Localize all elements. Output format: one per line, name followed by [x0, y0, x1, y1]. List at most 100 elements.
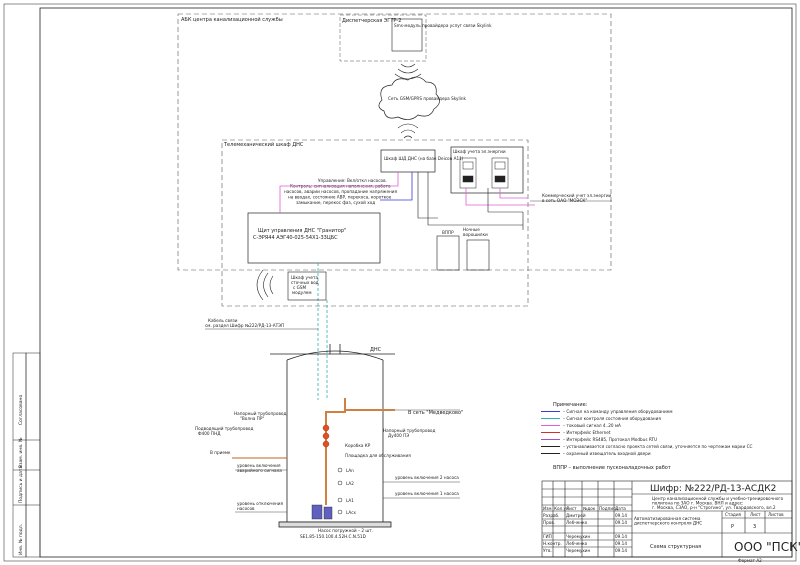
level-label-lan: LAn: [346, 468, 354, 473]
level-sensors: [337, 467, 343, 515]
box-vppr-label: ВППР: [442, 230, 454, 235]
box-meter: [450, 146, 524, 194]
sheet-inner-frame: [39, 7, 793, 558]
zone-dispatch: [339, 14, 427, 62]
title-row-cell: 09.14: [615, 534, 627, 539]
side-stamp: Согласовано Инв. № подл. Подпись и дата …: [12, 352, 41, 558]
stamp-signature: Подпись и дата: [18, 465, 24, 503]
box-control-panel-label: Щит управления ДНС "Гранитор" С-ЭРЯ44 АЭ…: [253, 228, 348, 241]
title-col-head: Лист: [566, 506, 577, 511]
title-row-cell: 09.14: [615, 513, 627, 518]
title-row-cell: Лебченко: [566, 541, 588, 546]
platform-label: Площадка для обслуживания: [345, 453, 411, 458]
legend-text: – Интерфейс Ethernet: [563, 430, 611, 435]
title-col-head: Изм: [543, 506, 552, 511]
title-project: Центр канализационной службы и учебно-тр…: [652, 496, 784, 510]
dns-well: [270, 344, 395, 528]
legend-text: – охранный извещатель входной двери: [563, 451, 651, 456]
pressure-pipe-label: Напорный трубопровод"Волна ПР": [234, 411, 286, 421]
title-row-cell: Утв.: [543, 548, 552, 553]
pump-model: SE1.85-150.100.4.52H.C.N.51D: [300, 534, 366, 539]
legend-title: Примечание:: [553, 402, 588, 408]
zone-dispatch-label: Диспетчерская ЭГТР-2: [342, 18, 401, 24]
gsm-cloud: [378, 76, 440, 120]
stamp-agreed: Согласовано: [18, 395, 24, 425]
title-row-cell: ГИП: [543, 534, 552, 539]
title-row-cell: Разраб.: [543, 513, 559, 518]
level-pump2-label: уровень включения 2 насоса: [395, 475, 459, 480]
zone-acs-center-label: АБК центра канализационной службы: [181, 16, 283, 23]
level-pump1-label: уровень включения 1 насоса: [395, 491, 459, 496]
level-label-la2: LA2: [346, 481, 354, 486]
control-description: Управление: Вкл/откл насосов. Контроль: …: [284, 178, 398, 205]
box-control-panel: [247, 212, 381, 264]
legend-text: – токовый сигнал 4..20 мА: [563, 423, 621, 428]
commercial-meter-label: Коммерческий учет эл.энергии в сеть ОАО …: [542, 193, 613, 203]
sheets-head: Листов: [768, 512, 784, 517]
title-code: Шифр: №222/РД-13-АСДК2: [650, 484, 776, 494]
title-row-cell: Черемухин: [566, 548, 591, 553]
level-lines: [235, 469, 460, 513]
sheet-outer-frame: [3, 3, 797, 562]
antenna-waves-mid: [397, 123, 419, 139]
box-sensor: [466, 239, 490, 271]
zone-acs-center: [177, 13, 612, 271]
title-row-cell: Лебченко: [566, 520, 588, 525]
title-col-head: Подпись: [599, 506, 618, 511]
sheet-head: Лист: [750, 512, 761, 517]
box-meter-label: Шкаф учета эл.энергии: [453, 149, 506, 154]
signal-lines: [279, 172, 535, 400]
title-col-head: Кол.уч: [554, 506, 569, 511]
gate-valves: [322, 424, 330, 448]
pipes: [232, 398, 395, 505]
meter-devices: [459, 157, 509, 189]
scheme-title: Схема структурная: [650, 544, 701, 550]
antenna-waves-top: [394, 63, 422, 80]
box-gsm: [287, 271, 327, 301]
gate-label: Коробка КР: [345, 443, 371, 448]
legend-text: – Сигнал контроля состояния оборудования: [563, 416, 661, 421]
box-ddc-label: Шкаф ШД ДНС (на базе Deicon A11): [384, 156, 464, 161]
legend-text: – Сигнал на команду управления оборудова…: [563, 409, 672, 414]
antenna-waves-gsm: [256, 269, 274, 301]
title-row-cell: Н.контр.: [543, 541, 562, 546]
pump-label: Насос погружной – 2 шт.: [318, 528, 373, 533]
dns-label: ДНС: [370, 347, 382, 353]
stage-value: Р: [731, 524, 734, 530]
format-label: Формат А2: [738, 558, 762, 563]
title-col-head: Дата: [615, 506, 626, 511]
stage-head: Стадия: [725, 512, 742, 517]
zone-telemechanics: [221, 139, 529, 307]
legend-vppr-note: ВППР – выполнение пусконаладочных работ: [553, 465, 671, 471]
pumps: [311, 504, 333, 520]
title-row-cell: Дмитрей: [566, 513, 586, 518]
to-sewer-label: В сеть "Медведково": [408, 410, 463, 416]
title-col-head: №док: [583, 506, 596, 511]
gsm-cloud-label: Сеть GSM/GPRS провайдера Skylink: [388, 96, 466, 101]
stamp-replaced: Взам. инв. №: [18, 437, 24, 468]
box-ddc: [380, 149, 436, 173]
legend-items: – Сигнал на команду управления оборудова…: [541, 409, 753, 456]
stamp-inv-no: Инв. № подл.: [18, 524, 24, 555]
inlet-arrow-label: В приемк: [210, 450, 231, 455]
title-row-cell: Черемухин: [566, 534, 591, 539]
legend-text: – устанавливается согласно проекта сетей…: [563, 444, 753, 449]
title-block: [541, 480, 793, 558]
title-row-cell: 09.14: [615, 548, 627, 553]
box-vppr: [436, 235, 460, 271]
zone-telemechanics-label: Телемеханический шкаф ДНС: [223, 141, 304, 148]
title-row-cell: 09.14: [615, 541, 627, 546]
box-sms-modem-label: Sms-модуль провайдера услуг связи Skylin…: [394, 23, 492, 28]
sheet-value: 3: [753, 524, 756, 530]
